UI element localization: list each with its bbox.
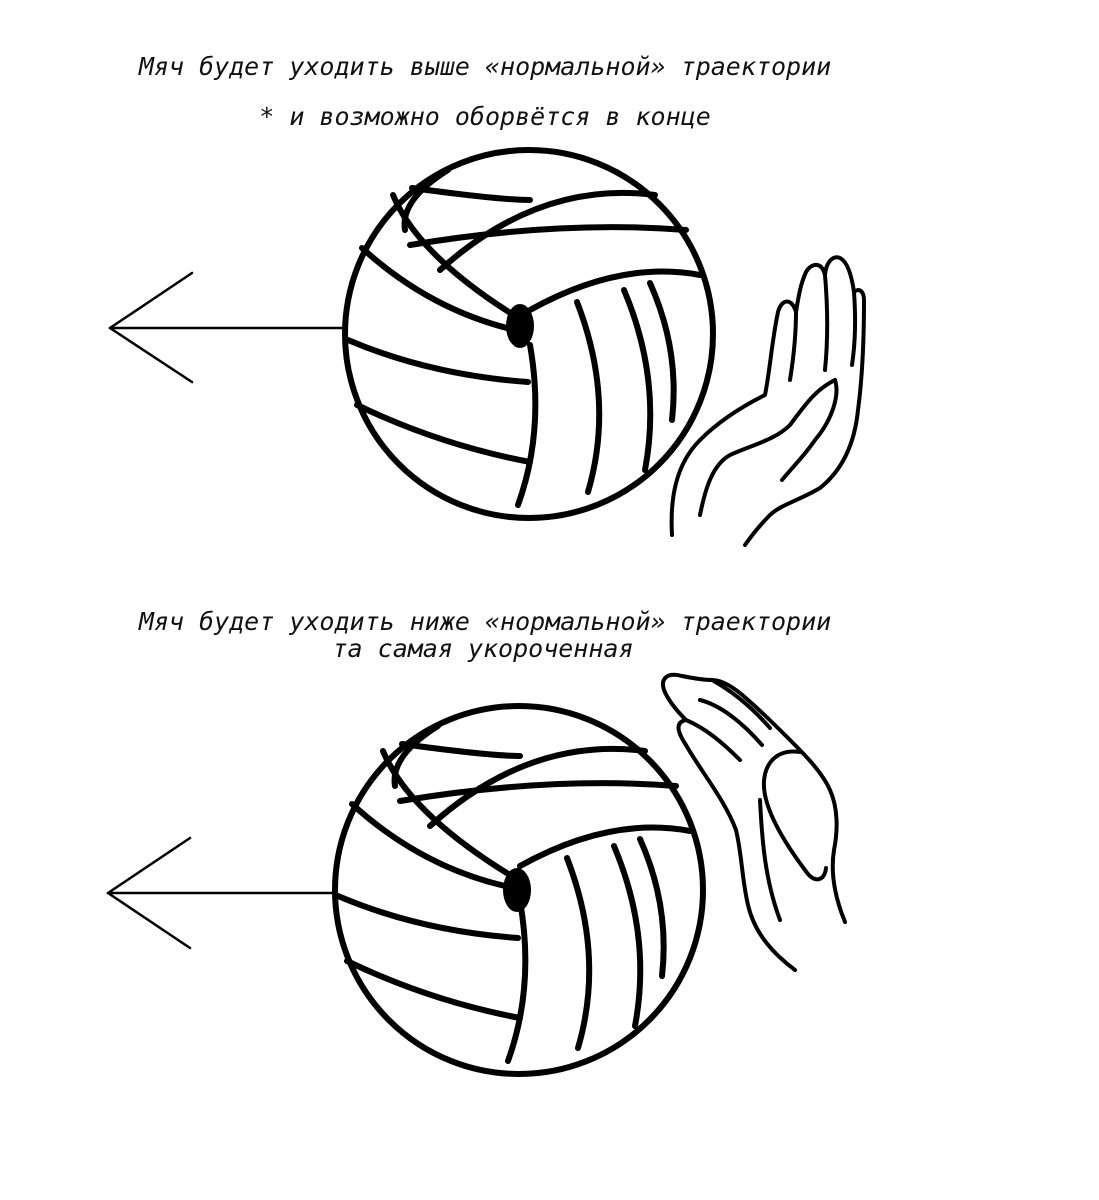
bottom-ball-seam bbox=[399, 741, 523, 759]
bottom-hand-palm-crease bbox=[758, 798, 782, 922]
top-hand-icon bbox=[669, 255, 866, 547]
top-ball-seam bbox=[407, 224, 689, 248]
bottom-hand-outline bbox=[661, 672, 847, 972]
top-hand-finger-line bbox=[823, 273, 830, 372]
top-ball-seam bbox=[574, 299, 603, 495]
top-arrow-head-lower bbox=[108, 326, 194, 384]
bottom-ball-seam bbox=[349, 801, 508, 889]
top-ball-seam bbox=[359, 245, 518, 333]
top-hand-finger-line bbox=[850, 290, 858, 367]
bottom-arrow-head-upper bbox=[106, 836, 192, 895]
bottom-ball-seam bbox=[637, 836, 667, 979]
top-ball-seam bbox=[409, 185, 533, 203]
bottom-ball-seam bbox=[611, 843, 644, 1029]
top-caption-line-1: Мяч будет уходить выше «нормальной» трае… bbox=[138, 52, 832, 81]
bottom-hand-thumb bbox=[761, 749, 828, 882]
bottom-ball-valve bbox=[503, 868, 531, 912]
bottom-caption-line-2: та самая укороченная bbox=[332, 634, 634, 663]
bottom-ball-seam bbox=[427, 745, 648, 829]
bottom-ball-seam bbox=[391, 723, 441, 789]
bottom-arrow-head-lower bbox=[106, 891, 192, 950]
bottom-ball-seam bbox=[397, 780, 679, 804]
bottom-ball-seam bbox=[380, 748, 523, 884]
top-hand-thumb-edge bbox=[780, 378, 839, 482]
bottom-hand-finger-line bbox=[698, 698, 764, 747]
top-ball-seam bbox=[354, 402, 533, 465]
bottom-hand-finger-line bbox=[710, 678, 772, 730]
bottom-hand-icon bbox=[661, 672, 847, 972]
bottom-panel bbox=[106, 672, 847, 1077]
top-volleyball-icon bbox=[342, 147, 716, 521]
bottom-ball-seam bbox=[517, 824, 693, 869]
top-arrow-head-upper bbox=[108, 271, 194, 330]
top-hand-outline bbox=[669, 255, 866, 547]
top-hand-finger-line bbox=[788, 310, 798, 382]
top-panel bbox=[108, 147, 866, 547]
top-ball-seam bbox=[437, 189, 658, 273]
top-hand-thumb-crease bbox=[698, 378, 837, 517]
top-ball-seam bbox=[390, 192, 533, 328]
bottom-caption-line-1: Мяч будет уходить ниже «нормальной» трае… bbox=[138, 607, 832, 636]
bottom-ball-seam bbox=[505, 898, 529, 1064]
bottom-volleyball-icon bbox=[332, 703, 706, 1077]
top-ball-seam bbox=[515, 342, 539, 508]
top-ball-seam bbox=[647, 280, 677, 423]
bottom-ball-seam bbox=[335, 893, 521, 941]
top-caption-line-2: * и возможно оборвётся в конце bbox=[259, 102, 711, 131]
top-ball-seam bbox=[621, 287, 654, 473]
bottom-ball-seam bbox=[564, 855, 593, 1051]
top-ball-seam bbox=[401, 167, 451, 233]
top-ball-seam bbox=[345, 337, 531, 385]
top-ball-seam bbox=[527, 268, 703, 313]
top-ball-valve bbox=[506, 304, 534, 348]
bottom-hand-finger-line bbox=[684, 718, 742, 762]
bottom-ball-seam bbox=[344, 958, 523, 1021]
